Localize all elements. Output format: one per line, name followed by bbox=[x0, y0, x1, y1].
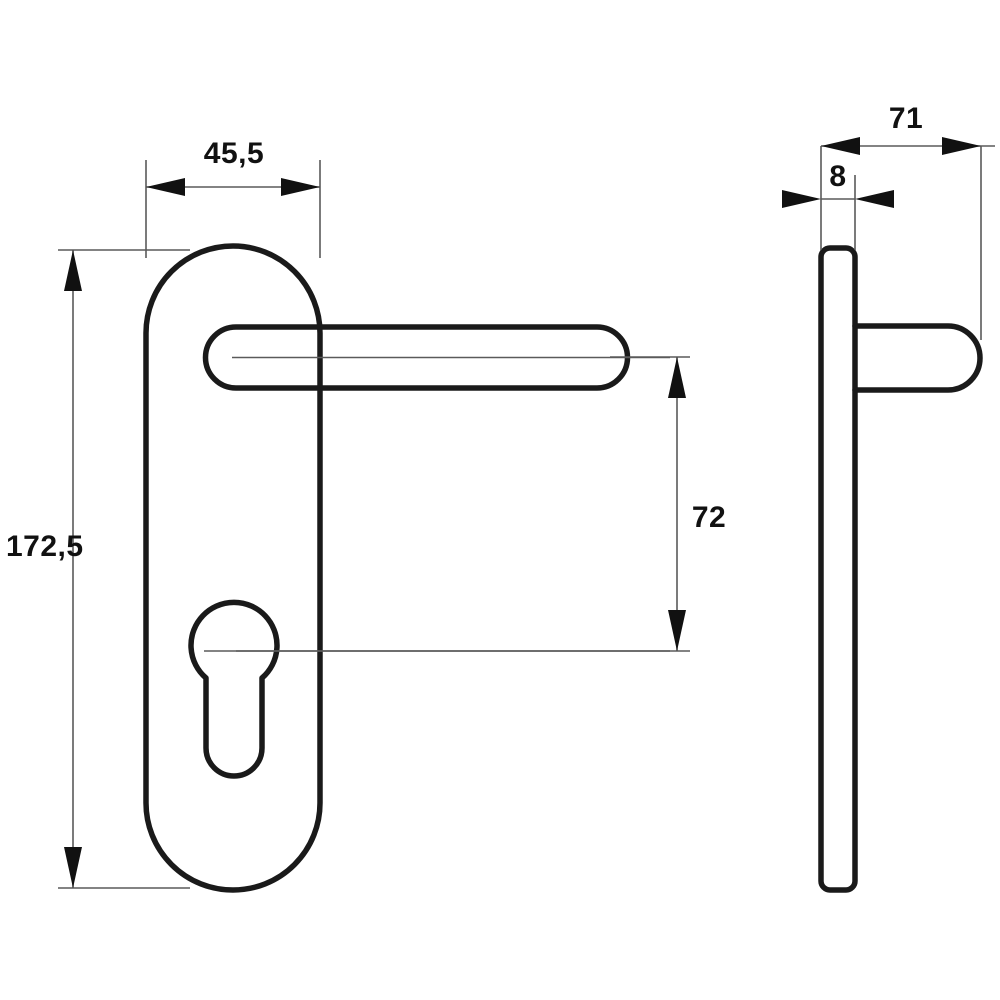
euro-profile-keyhole bbox=[188, 599, 280, 779]
dimension-handle-drop: 72 bbox=[236, 356, 726, 652]
arrowhead-down-icon bbox=[668, 610, 686, 651]
lever-handle-side-profile bbox=[852, 323, 983, 393]
backplate-edge-profile bbox=[818, 245, 858, 893]
arrowhead-right-icon bbox=[942, 137, 981, 155]
front-view bbox=[143, 243, 670, 893]
dimension-label-plate-width: 45,5 bbox=[204, 137, 264, 170]
dimension-label-plate-thickness: 8 bbox=[829, 160, 846, 193]
arrowhead-down-icon bbox=[64, 847, 82, 888]
arrowhead-up-icon bbox=[64, 250, 82, 291]
dimension-plate-height: 172,5 bbox=[6, 249, 190, 889]
arrowhead-outer-right-icon bbox=[855, 190, 894, 208]
lever-handle-outline bbox=[202, 324, 631, 391]
side-view bbox=[818, 245, 983, 893]
backplate-outline bbox=[143, 243, 323, 893]
arrowhead-left-icon bbox=[821, 137, 860, 155]
dimension-plate-width: 45,5 bbox=[145, 137, 321, 258]
arrowhead-outer-left-icon bbox=[782, 190, 821, 208]
arrowhead-right-icon bbox=[281, 178, 320, 196]
dimension-handle-projection: 71 bbox=[820, 102, 995, 340]
dimension-label-plate-height: 172,5 bbox=[6, 530, 84, 563]
dimension-label-handle-drop: 72 bbox=[692, 501, 726, 534]
arrowhead-up-icon bbox=[668, 357, 686, 398]
dimension-label-handle-projection: 71 bbox=[889, 102, 923, 135]
dimension-plate-thickness: 8 bbox=[782, 160, 894, 250]
arrowhead-left-icon bbox=[146, 178, 185, 196]
